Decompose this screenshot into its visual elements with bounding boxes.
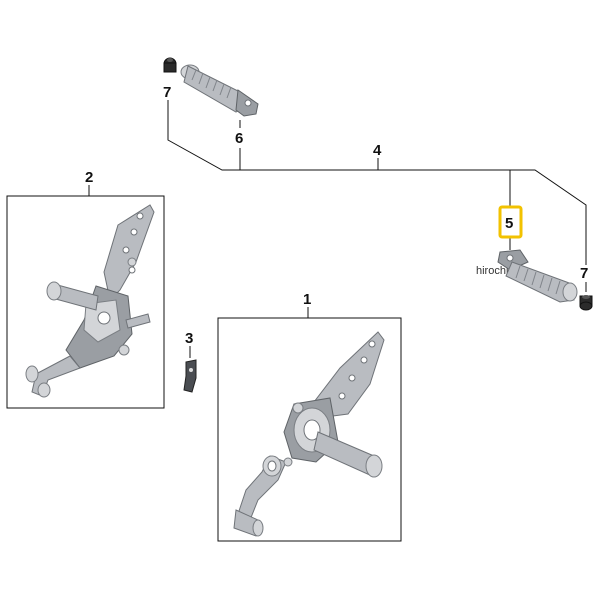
callout-5: 5 bbox=[505, 215, 513, 232]
small-bracket-icon bbox=[183, 359, 197, 393]
watermark-text: hirochi bbox=[476, 265, 508, 277]
callout-7-right: 7 bbox=[580, 265, 588, 282]
footpeg-icon bbox=[180, 64, 259, 117]
part-1-frame bbox=[217, 317, 402, 542]
rubber-cap-icon bbox=[579, 295, 593, 311]
callout-3: 3 bbox=[185, 330, 193, 347]
part-2-frame bbox=[6, 195, 165, 409]
group-4-leader-lines bbox=[167, 100, 587, 292]
footrest-bracket-icon bbox=[25, 204, 155, 398]
footrest-assembly-icon bbox=[233, 331, 385, 537]
rubber-cap-icon bbox=[163, 57, 177, 73]
callout-2: 2 bbox=[85, 169, 93, 186]
callout-6: 6 bbox=[235, 130, 243, 147]
callout-4: 4 bbox=[373, 142, 382, 159]
footpeg-icon bbox=[497, 249, 578, 303]
callout-1: 1 bbox=[303, 291, 311, 308]
highlight-box-5 bbox=[498, 205, 523, 239]
callout-7-left: 7 bbox=[163, 84, 171, 101]
